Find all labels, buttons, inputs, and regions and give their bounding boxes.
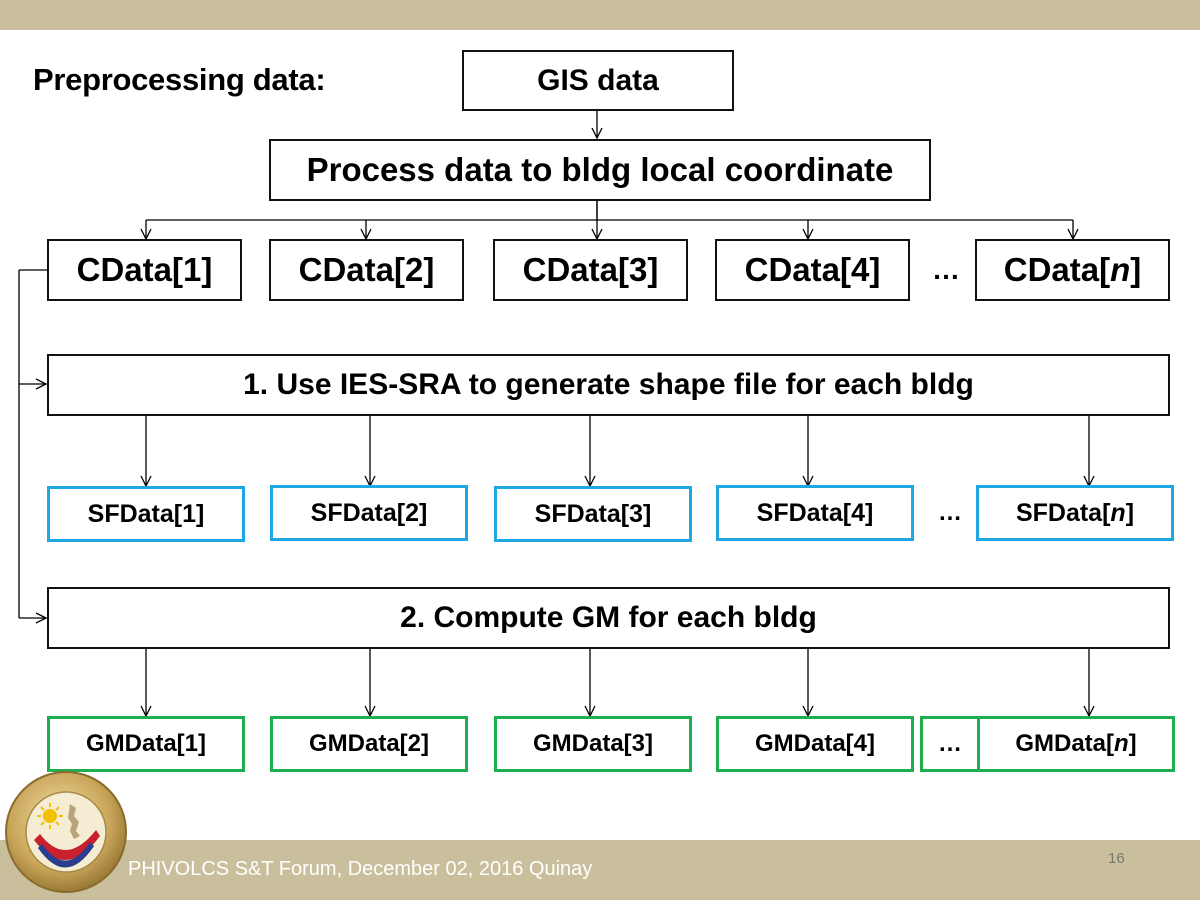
sfdata-box-4: SFData[4] [716,485,914,541]
cdata-box-2: CData[2] [269,239,464,301]
slide-heading: Preprocessing data: [33,62,326,97]
cdata-box-3: CData[3] [493,239,688,301]
sfdata-box-n: SFData[n] [976,485,1174,541]
gmdata-box-2: GMData[2] [270,716,468,772]
sfdata-ellipsis: … [938,499,962,526]
top-band [0,0,1200,30]
cdata-ellipsis: … [932,254,960,285]
cdata-box-4: CData[4] [715,239,910,301]
balik-scientist-seal-logo [5,771,127,893]
gmdata-box-1: GMData[1] [47,716,245,772]
gmdata-ellipsis-box: … [920,716,980,772]
gmdata-box-4: GMData[4] [716,716,914,772]
cdata-box-n: CData[n] [975,239,1170,301]
sfdata-box-1: SFData[1] [47,486,245,542]
process-data-box: Process data to bldg local coordinate [269,139,931,201]
bottom-band [0,840,1200,900]
gmdata-box-3: GMData[3] [494,716,692,772]
sun-icon [37,803,63,829]
gmdata-box-n: GMData[n] [977,716,1175,772]
step2-box: 2. Compute GM for each bldg [47,587,1170,649]
step1-box: 1. Use IES-SRA to generate shape file fo… [47,354,1170,416]
sfdata-box-2: SFData[2] [270,485,468,541]
page-number: 16 [1108,850,1125,867]
sfdata-box-3: SFData[3] [494,486,692,542]
cdata-box-1: CData[1] [47,239,242,301]
footer-text: PHIVOLCS S&T Forum, December 02, 2016 Qu… [128,858,593,880]
gis-data-box: GIS data [462,50,734,111]
